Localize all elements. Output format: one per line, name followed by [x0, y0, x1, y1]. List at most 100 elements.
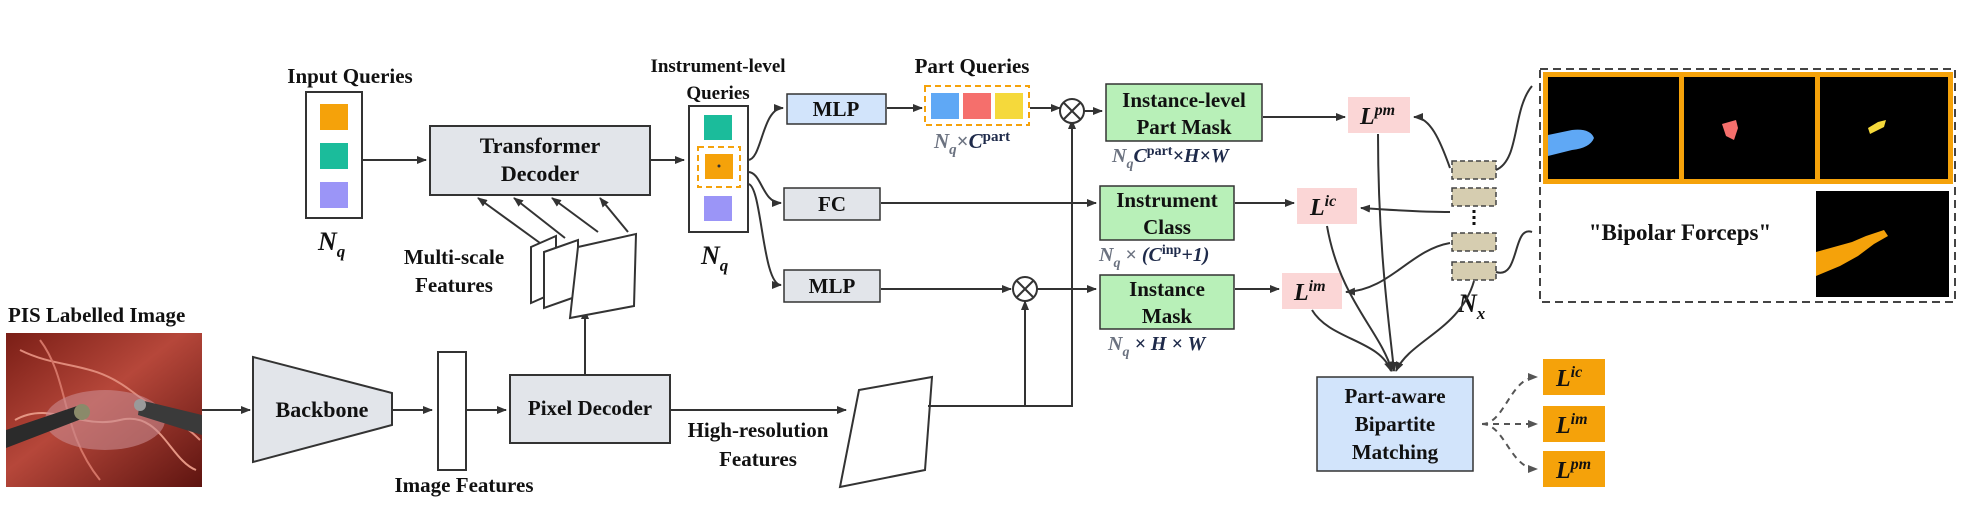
- instance-mask-label-2: Mask: [1142, 304, 1192, 328]
- arrow-multiscale-decoder-2: [513, 197, 566, 239]
- instrument-class-label-1: Instrument: [1116, 188, 1218, 212]
- instance-mask-dims: Nq × H × W: [1107, 333, 1206, 360]
- instance-mask-label-1: Instance: [1129, 277, 1205, 301]
- final-loss-ic-box: [1543, 359, 1605, 395]
- part-queries-box: [924, 85, 1030, 126]
- loss-im-box: [1282, 273, 1342, 309]
- arrow-lpm-matching: [1377, 133, 1398, 372]
- part-shape-yellow: [1868, 120, 1886, 134]
- input-queries-count: Nq: [317, 227, 346, 261]
- final-loss-im-box: [1543, 406, 1605, 442]
- arrow-queries-fc: [747, 171, 782, 207]
- loss-im-label: Lim: [1293, 278, 1326, 306]
- instrument-queries-title-1: Instrument-level: [650, 56, 785, 77]
- high-res-features-block: [838, 375, 934, 489]
- matching-label-3: Matching: [1352, 440, 1439, 464]
- arrow-matching-lic: [1481, 373, 1538, 425]
- high-res-label-2: Features: [719, 447, 797, 471]
- matching-block: [1316, 376, 1474, 472]
- fc-label: FC: [818, 192, 846, 216]
- loss-ic-box: [1297, 188, 1357, 224]
- backbone-label: Backbone: [276, 397, 369, 422]
- arrow-multiscale-decoder-4: [599, 197, 629, 233]
- matching-label-1: Part-aware: [1344, 384, 1445, 408]
- input-query-token-teal: [320, 143, 348, 169]
- multiply-part-node: [1059, 98, 1085, 124]
- multi-scale-label-1: Multi-scale: [404, 245, 504, 269]
- arrow-gt-lim: [1345, 242, 1451, 296]
- part-shape-blue: [1548, 129, 1594, 156]
- part-mask-block: [1105, 83, 1263, 142]
- fc-block: [783, 187, 881, 221]
- mlp-instance-label: MLP: [809, 274, 856, 298]
- transformer-decoder-label-2: Decoder: [501, 161, 579, 186]
- part-queries-title: Part Queries: [915, 54, 1030, 78]
- loss-pm-box: [1348, 97, 1410, 133]
- matching-label-2: Bipartite: [1355, 412, 1435, 436]
- final-loss-im-label: Lim: [1555, 411, 1588, 439]
- multiply-instance-node: [1012, 276, 1038, 302]
- ground-truth-tokens: [1451, 160, 1497, 281]
- part-mask-label-1: Instance-level: [1122, 88, 1246, 112]
- part-mask-blue: [1548, 77, 1679, 179]
- arrow-matching-lpm: [1481, 423, 1538, 473]
- loss-pm-label: Lpm: [1359, 102, 1395, 130]
- arrow-queries-mlp-bottom: [747, 183, 782, 289]
- arrow-queries-mlp-top: [747, 104, 784, 161]
- instrument-queries-count: Nq: [700, 241, 729, 275]
- instance-mask-block: [1099, 274, 1235, 330]
- arrow-lim-matching: [1311, 309, 1392, 372]
- part-mask-label-2: Part Mask: [1136, 115, 1231, 139]
- instrument-query-token-purple: [704, 196, 732, 221]
- part-mask-dims: NqCpart×H×W: [1111, 144, 1230, 172]
- pis-image-title: PIS Labelled Image: [8, 303, 185, 327]
- instrument-class-block: [1099, 185, 1235, 241]
- arrow-multiscale-decoder-3: [551, 197, 599, 233]
- transformer-decoder-label-1: Transformer: [480, 133, 601, 158]
- instrument-queries-title-2: Queries: [686, 83, 749, 104]
- transformer-decoder-block: [429, 125, 651, 196]
- input-query-token-purple: [320, 182, 348, 208]
- arrow-lic-matching: [1326, 225, 1394, 372]
- instrument-class-dims: Nq × (Cinp+1): [1098, 243, 1209, 271]
- instrument-name-label: "Bipolar Forceps": [1589, 220, 1772, 245]
- mlp-part-label: MLP: [813, 97, 860, 121]
- part-query-token-blue: [931, 93, 959, 119]
- instrument-query-dot: [717, 164, 721, 168]
- instrument-query-highlight: [697, 146, 741, 188]
- instance-shape-orange: [1816, 230, 1888, 276]
- arrow-multiscale-decoder-1: [477, 197, 541, 244]
- image-features-label: Image Features: [395, 473, 534, 497]
- mlp-instance-block: [783, 269, 881, 303]
- final-loss-pm-box: [1543, 451, 1605, 487]
- pixel-decoder-block: [509, 374, 671, 444]
- arrow-gt-matching: [1395, 280, 1475, 372]
- final-loss-pm-label: Lpm: [1555, 456, 1591, 484]
- link-gt-partmasks: [1495, 85, 1533, 171]
- backbone-block: [252, 355, 393, 464]
- instance-mask-gt: [1816, 191, 1949, 297]
- image-features-block: [437, 351, 467, 471]
- arrow-gt-lic: [1360, 204, 1451, 213]
- part-shape-red: [1722, 120, 1738, 140]
- part-query-token-red: [963, 93, 991, 119]
- pixel-decoder-label: Pixel Decoder: [528, 396, 652, 420]
- arrow-highres-partmask-mult: [928, 119, 1076, 407]
- part-queries-dims: Nq×Cpart: [933, 129, 1010, 158]
- part-mask-red: [1684, 77, 1815, 179]
- arrow-gt-lpm: [1413, 113, 1451, 169]
- ground-truth-count: Nx: [1457, 289, 1486, 323]
- mlp-part-block: [786, 93, 887, 125]
- input-query-token-orange: [320, 104, 348, 130]
- high-res-label-1: High-resolution: [688, 418, 829, 442]
- surgical-image: [6, 333, 202, 487]
- multi-scale-label-2: Features: [415, 273, 493, 297]
- final-loss-ic-label: Lic: [1555, 364, 1582, 392]
- multi-scale-features: [530, 232, 638, 320]
- instrument-class-label-2: Class: [1143, 215, 1191, 239]
- instrument-query-token-teal: [704, 115, 732, 140]
- part-mask-yellow: [1820, 77, 1948, 179]
- input-queries-title: Input Queries: [287, 64, 412, 88]
- loss-ic-label: Lic: [1309, 193, 1336, 221]
